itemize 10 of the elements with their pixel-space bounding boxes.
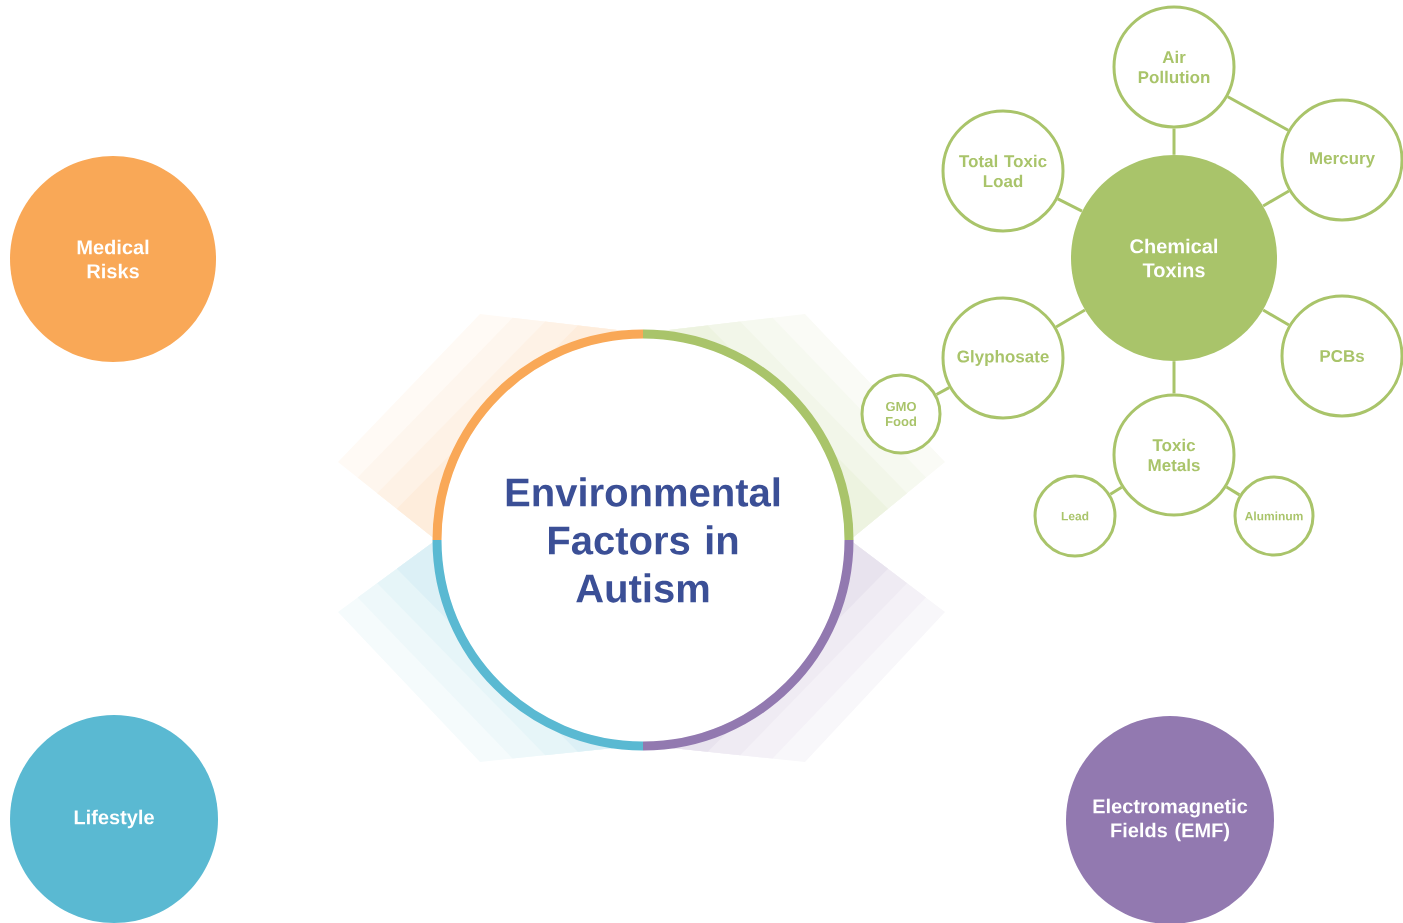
connector-line: [1262, 189, 1290, 208]
connector-line: [935, 386, 950, 396]
connector-line: [1172, 128, 1176, 155]
connector-line: [1225, 485, 1241, 497]
connector-line: [1262, 308, 1290, 327]
connector-line: [1055, 308, 1086, 329]
connector-line: [1057, 197, 1083, 213]
connector-line: [1109, 485, 1123, 496]
connector-line: [1227, 95, 1289, 132]
connector-line: [1172, 361, 1176, 394]
